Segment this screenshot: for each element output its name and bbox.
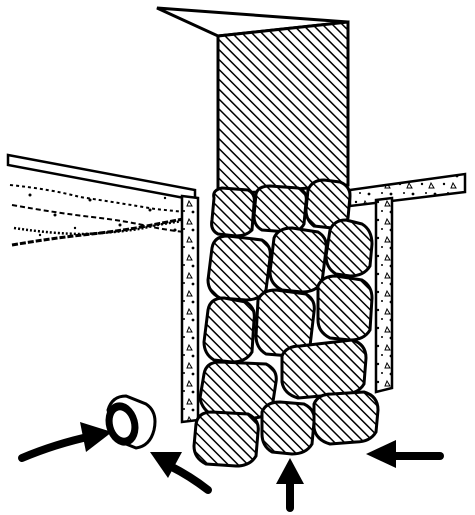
stone [316,274,374,342]
trench-side-left [180,194,200,424]
stone [260,400,316,456]
arrow-right [366,440,444,468]
stone [202,296,256,364]
stone [252,184,308,234]
rubble-stone-foundation [192,178,380,468]
stone [312,390,380,446]
stone [280,338,368,400]
stone [304,178,352,230]
stone [324,218,374,278]
stone [206,234,272,302]
pipe-section [105,394,157,450]
stone [192,410,260,468]
stone [268,226,328,294]
arrow-left [18,422,112,462]
ground-surface-left [6,153,197,247]
concrete-wall [156,6,350,197]
arrow-under-pipe [150,452,212,494]
ground-surface-right [348,172,467,208]
arrow-bottom [276,458,304,512]
trench-side-right [374,196,394,394]
stone [210,186,256,238]
